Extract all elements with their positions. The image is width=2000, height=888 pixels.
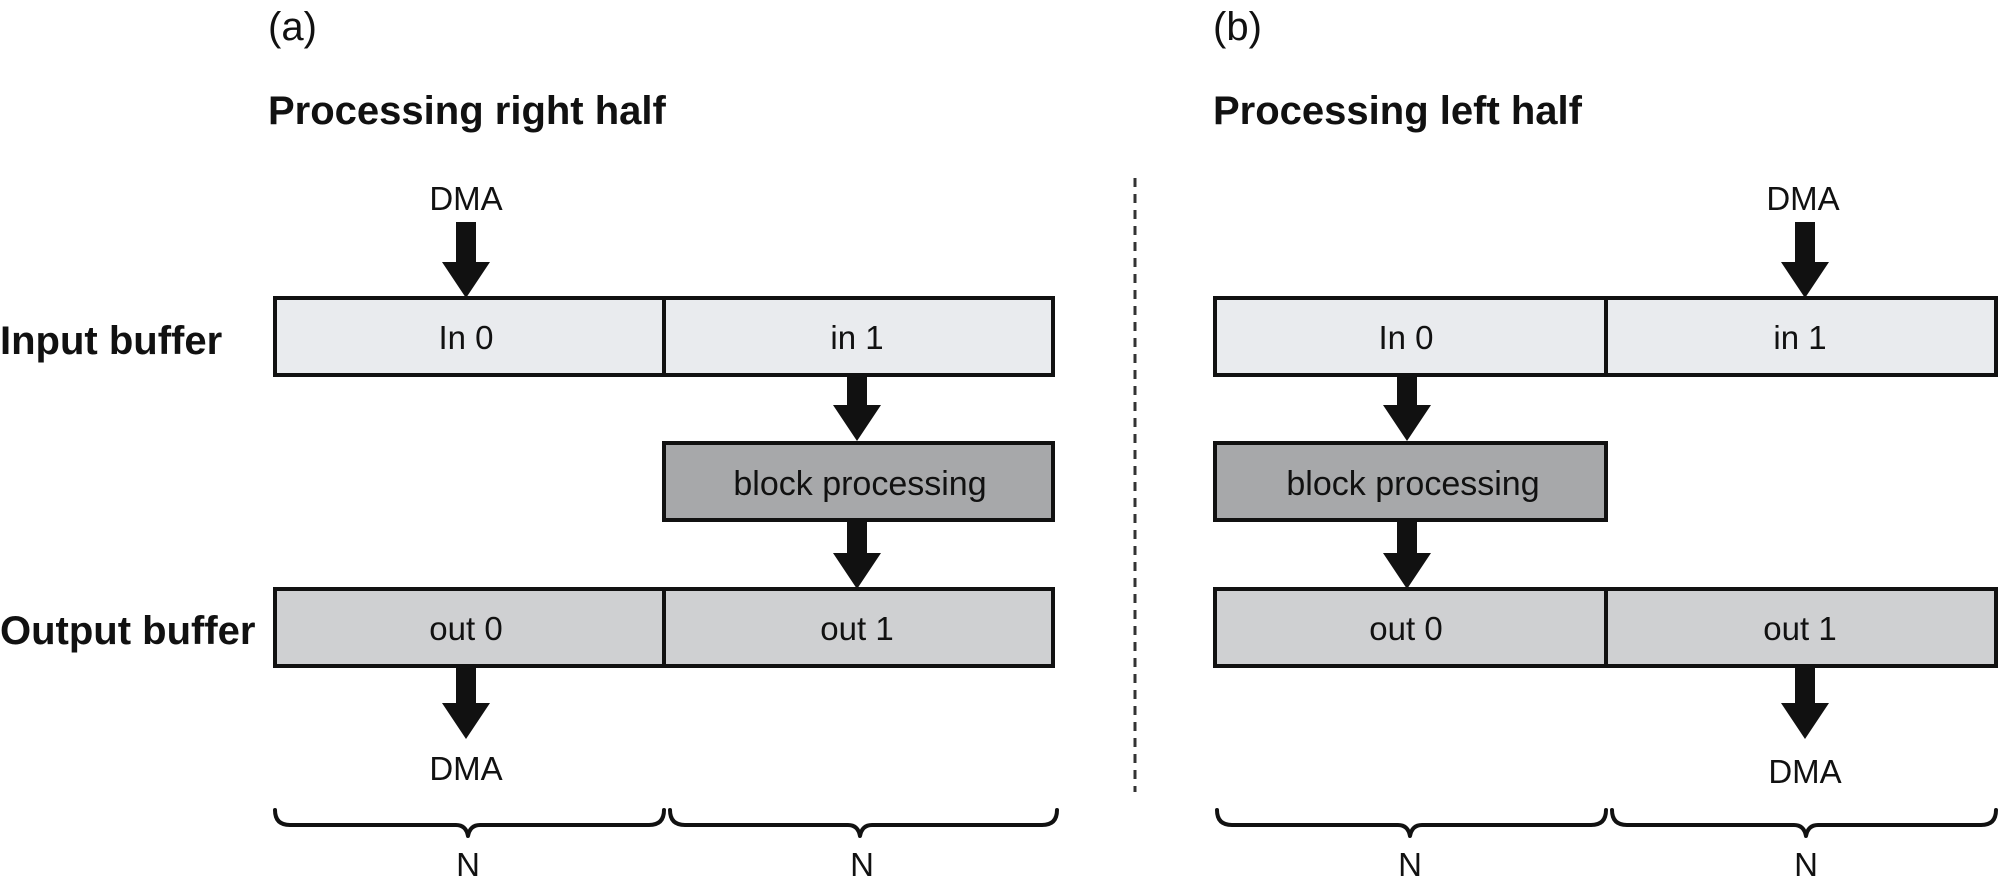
panel-a-dma-in-arrow (442, 222, 490, 298)
panel-b-block-processing (1213, 441, 1608, 522)
panel-a-in0-label: In 0 (438, 319, 493, 356)
panel-a-out1-cell (662, 587, 1055, 668)
panel-b-block-label: block processing (1286, 465, 1539, 503)
panel-b-dma-out-label: DMA (1768, 753, 1841, 790)
panel-b-out1-cell (1604, 587, 1998, 668)
panel-b-dma-out-arrow (1781, 668, 1829, 739)
panel-b-brace-left (1215, 808, 1608, 838)
panel-a-dma-in-label: DMA (429, 180, 502, 217)
panel-b-out1-label: out 1 (1763, 610, 1836, 647)
panel-a-brace-left (273, 808, 666, 838)
panel-b-tag: (b) (1213, 5, 1262, 49)
panel-b-title: Processing left half (1213, 89, 1583, 133)
panel-a-out1-label: out 1 (820, 610, 893, 647)
panel-a-out0-label: out 0 (429, 610, 502, 647)
panel-b-in1-label: in 1 (1773, 319, 1826, 356)
panel-b-block-to-out-arrow (1383, 522, 1431, 589)
panel-b-in0-cell (1213, 296, 1608, 377)
panel-b-dma-in-label: DMA (1766, 180, 1839, 217)
panel-a-n-left: N (456, 846, 480, 883)
panel-a-in0-cell (273, 296, 666, 377)
panel-a-n-right: N (850, 846, 874, 883)
panel-b-dma-in-arrow (1781, 222, 1829, 298)
output-buffer-label: Output buffer (0, 609, 256, 653)
panel-a-title: Processing right half (268, 89, 667, 133)
panel-a-in1-cell (662, 296, 1055, 377)
panel-a: (a) Processing right half DMA In 0 in 1 … (268, 5, 1059, 883)
panel-a-block-to-out-arrow (833, 522, 881, 589)
panel-b: (b) Processing left half DMA In 0 in 1 b… (1213, 5, 1998, 883)
panel-b-n-left: N (1398, 846, 1422, 883)
input-buffer-label: Input buffer (0, 319, 222, 363)
panel-a-block-label: block processing (733, 465, 986, 503)
panel-a-brace-right (668, 808, 1059, 838)
panel-b-in-to-block-arrow (1383, 377, 1431, 441)
panel-a-tag: (a) (268, 5, 317, 49)
panel-a-dma-out-arrow (442, 668, 490, 739)
panel-a-in-to-block-arrow (833, 377, 881, 441)
panel-b-n-right: N (1794, 846, 1818, 883)
panel-b-in0-label: In 0 (1378, 319, 1433, 356)
panel-a-block-processing (662, 441, 1055, 522)
panel-a-dma-out-label: DMA (429, 750, 502, 787)
panel-b-in1-cell (1604, 296, 1998, 377)
panel-b-out0-label: out 0 (1369, 610, 1442, 647)
panel-a-in1-label: in 1 (830, 319, 883, 356)
panel-b-brace-right (1610, 808, 1998, 838)
